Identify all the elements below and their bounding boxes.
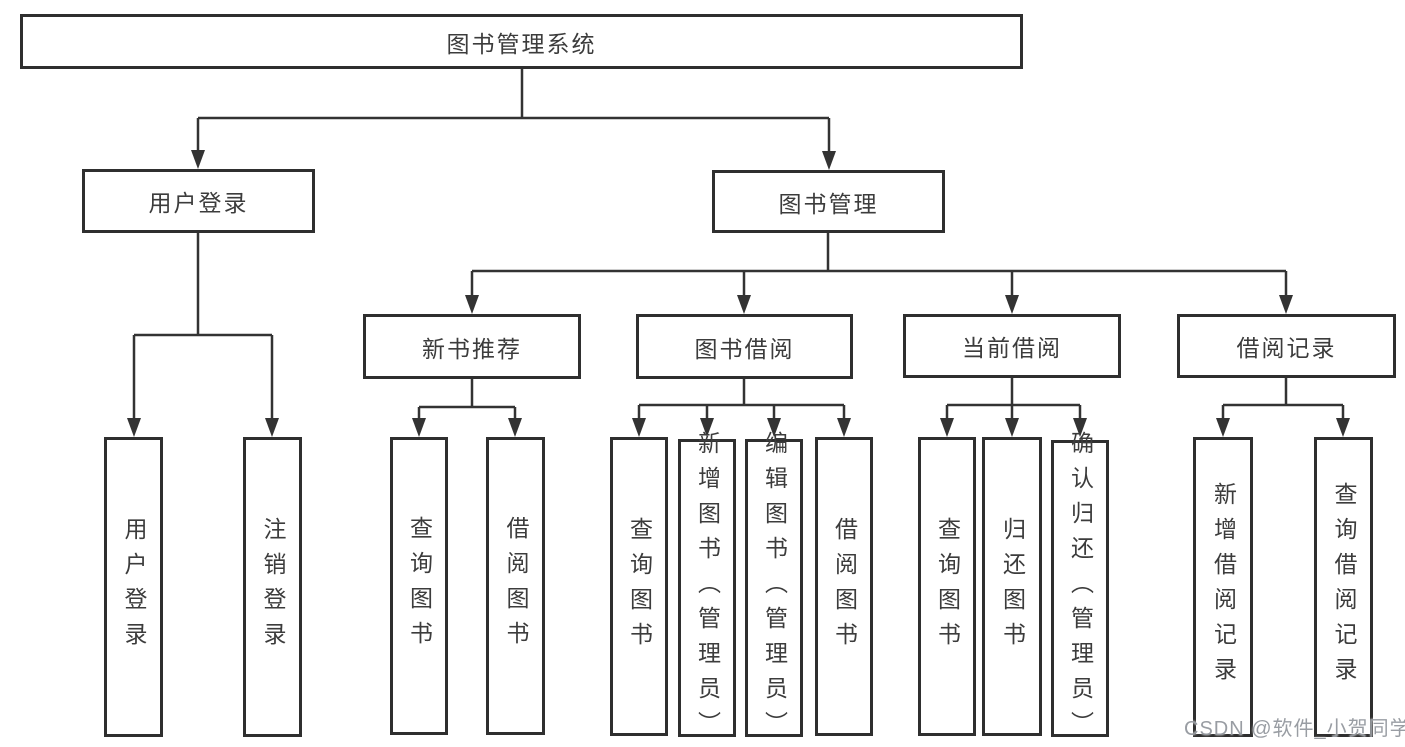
arrowhead [1073, 418, 1087, 437]
csdn-watermark: CSDN @软件_小贺同学 [1184, 718, 1405, 740]
arrowhead [1005, 418, 1019, 437]
leaf-current-confirm-return-admin: 确认归还（管理员） [1051, 431, 1109, 746]
leaf-borrow-edit-books-admin: 编辑图书（管理员） [745, 431, 803, 746]
node-borrow-records-label: 借阅记录 [1236, 335, 1337, 361]
leaf-user-login: 用户登录 [104, 437, 163, 737]
arrowhead [508, 418, 522, 437]
leaf-borrow-query-books-label: 查询图书 [626, 516, 653, 657]
leaf-borrow-query-books: 查询图书 [610, 437, 668, 736]
arrowhead [700, 418, 714, 437]
node-current-borrowing-label: 当前借阅 [962, 335, 1062, 361]
node-book-borrowing: 图书借阅 [636, 314, 853, 379]
leaf-borrow-borrow-books: 借阅图书 [815, 437, 873, 736]
arrowhead [822, 151, 836, 170]
node-book-management-branch: 图书管理 [712, 170, 945, 233]
leaf-records-query-record-label: 查询借阅记录 [1331, 482, 1357, 692]
arrowhead [632, 418, 646, 437]
arrowhead [1216, 418, 1230, 437]
arrowhead [737, 295, 751, 314]
arrowhead [940, 418, 954, 437]
node-book-borrowing-label: 图书借阅 [694, 335, 795, 362]
node-root-label: 图书管理系统 [446, 30, 597, 57]
leaf-records-add-record-label: 新增借阅记录 [1210, 482, 1237, 692]
leaf-user-login-label: 用户登录 [121, 517, 147, 657]
node-borrow-records: 借阅记录 [1177, 314, 1396, 378]
arrowhead [1005, 295, 1019, 314]
leaf-records-add-record: 新增借阅记录 [1193, 437, 1253, 737]
leaf-borrow-edit-books-admin-label: 编辑图书（管理员） [761, 430, 788, 746]
arrowhead [767, 418, 781, 437]
node-current-borrowing: 当前借阅 [903, 314, 1121, 378]
leaf-current-return-books-label: 归还图书 [999, 516, 1026, 657]
arrowhead [1336, 418, 1350, 437]
arrowhead [465, 295, 479, 314]
leaf-records-query-record: 查询借阅记录 [1314, 437, 1373, 737]
leaf-borrow-add-books-admin-label: 新增图书（管理员） [694, 430, 721, 746]
leaf-logout: 注销登录 [243, 437, 302, 737]
arrowheads [127, 150, 1350, 437]
leaf-logout-label: 注销登录 [260, 517, 286, 657]
node-new-book-recommend-label: 新书推荐 [422, 335, 522, 362]
arrowhead [265, 418, 279, 437]
leaf-rec-query-books: 查询图书 [390, 437, 448, 735]
leaf-borrow-add-books-admin: 新增图书（管理员） [678, 431, 736, 746]
leaf-rec-query-books-label: 查询图书 [406, 516, 433, 656]
node-new-book-recommend: 新书推荐 [363, 314, 581, 379]
arrowhead [127, 418, 141, 437]
leaf-current-confirm-return-admin-label: 确认归还（管理员） [1067, 431, 1094, 746]
node-user-login-branch: 用户登录 [82, 169, 315, 233]
arrowhead [412, 418, 426, 437]
arrowhead [837, 418, 851, 437]
leaf-current-return-books: 归还图书 [982, 437, 1042, 736]
leaf-current-query-books-label: 查询图书 [934, 516, 961, 657]
leaf-rec-borrow-books-label: 借阅图书 [503, 516, 529, 656]
node-root: 图书管理系统 [20, 14, 1023, 69]
leaf-current-query-books: 查询图书 [918, 437, 976, 736]
arrowhead [1279, 295, 1293, 314]
leaf-borrow-borrow-books-label: 借阅图书 [831, 516, 858, 657]
leaf-rec-borrow-books: 借阅图书 [486, 437, 545, 735]
arrowhead [191, 150, 205, 169]
node-user-login-branch-label: 用户登录 [148, 190, 249, 216]
node-book-management-branch-label: 图书管理 [778, 190, 879, 217]
